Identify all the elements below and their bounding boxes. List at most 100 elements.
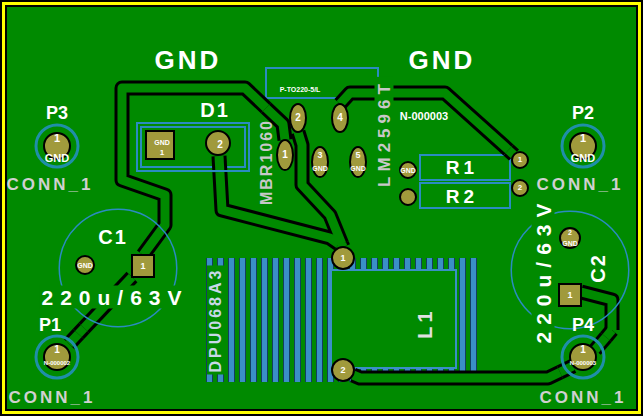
capacitor-footprint: C22GND1220u/63V (510, 210, 630, 330)
trace-clearance (606, 330, 612, 337)
silkscreen-text: N-000002 (44, 360, 70, 366)
silkscreen-text: 220u/63V (532, 194, 555, 345)
silkscreen-text: GND (350, 165, 366, 172)
silkscreen-text: CONN_1 (540, 389, 627, 406)
copper-trace (378, 93, 508, 150)
silkscreen-text: 1 (140, 262, 145, 271)
trace-clearance (483, 372, 560, 378)
silkscreen-text: 2 (340, 366, 345, 375)
silkscreen-text: 220u/63V (39, 286, 190, 309)
pad (559, 284, 581, 306)
silkscreen-label: GND (155, 47, 222, 73)
pad (350, 147, 366, 177)
copper-trace (483, 372, 560, 378)
silkscreen-text: 2 (295, 113, 301, 123)
silkscreen-text: N-000003 (570, 360, 596, 366)
pad (400, 189, 416, 205)
pad (290, 104, 306, 132)
silkscreen-text: LM2596T (375, 77, 394, 189)
copper-trace (122, 88, 266, 208)
board-outline (4, 4, 640, 413)
silkscreen-text: 1 (54, 133, 60, 144)
inductor-outline (331, 270, 456, 368)
silkscreen-text: 1 (567, 291, 572, 300)
resistor-footprint: R2 (398, 183, 530, 214)
silkscreen-text: GND (45, 153, 69, 164)
silkscreen-text: CONN_1 (9, 389, 96, 406)
silkscreen-text: P3 (46, 104, 68, 122)
footprint-outline (560, 334, 606, 380)
silkscreen-text: 4 (337, 113, 343, 123)
diode-footprint: D1GND12 (136, 122, 250, 172)
connector-pad: P31GNDCONN_1 (34, 123, 80, 169)
inductor-footprint: DPU068A3L112 (203, 244, 483, 386)
silkscreen-text: P1 (39, 316, 61, 334)
silkscreen-text: CONN_1 (7, 176, 94, 193)
trace-clearance (378, 93, 508, 150)
trace-stub (353, 375, 483, 378)
pad (206, 131, 230, 155)
trace-stub (215, 156, 225, 172)
silkscreen-text: 1 (282, 150, 288, 160)
pad (512, 152, 528, 168)
footprint-ring (562, 336, 604, 378)
resistor-silkscreen (420, 155, 510, 180)
pad (277, 140, 293, 170)
inductor-footprint (206, 258, 478, 382)
pad (512, 180, 528, 196)
silkscreen-text: P2 (572, 104, 594, 122)
silkscreen-label: 2 (518, 184, 522, 192)
silkscreen-text: GND (571, 153, 595, 164)
silkscreen-text: GND (562, 240, 578, 247)
silkscreen-text: R1 (446, 158, 478, 177)
silkscreen-text: GND (312, 165, 328, 172)
pad (570, 344, 596, 370)
inductor-stripes (456, 258, 478, 382)
silkscreen-text: 1 (340, 254, 345, 263)
footprint-ring (59, 209, 177, 327)
footprint-ring (562, 125, 604, 167)
silkscreen-text: R2 (446, 187, 478, 206)
regulator-footprint: P-TO220-5/LLM2596T2413GND5GND (266, 68, 378, 182)
silkscreen-text: CONN_1 (537, 176, 624, 193)
resistor-footprint: R1 (398, 150, 530, 181)
footprint-ring (511, 211, 629, 329)
silkscreen-label: GND (409, 47, 476, 73)
ground-pour (7, 7, 636, 409)
connector-pad: P11N-000002CONN_1 (34, 334, 80, 380)
diode-silkscreen (141, 127, 245, 167)
pad (332, 247, 354, 269)
pad (332, 359, 354, 381)
footprint-outline (34, 334, 80, 380)
resistor-silkscreen (420, 183, 510, 208)
silkscreen-text: 2 (217, 140, 223, 150)
silkscreen-text: P4 (572, 316, 594, 334)
silkscreen-text: 1 (580, 133, 586, 144)
silkscreen-text: C2 (588, 253, 608, 283)
silkscreen-text: 2 (568, 229, 572, 236)
silkscreen-label: MBR1060 (259, 119, 275, 205)
silkscreen-text: C1 (98, 227, 128, 247)
footprint-outline (58, 208, 178, 328)
connector-pad: P21GNDCONN_1 (560, 123, 606, 169)
silkscreen-text: D1 (200, 100, 230, 120)
trace-clearance (143, 208, 165, 255)
silkscreen-text: DPU068A3 (207, 266, 225, 375)
pad (560, 228, 580, 248)
trace-clearance (212, 156, 228, 172)
silkscreen-text: 1 (580, 345, 586, 355)
trace-clearance (122, 88, 266, 208)
trace-clearance (353, 375, 483, 378)
capacitor-footprint: C1GND1220u/63V (58, 208, 178, 328)
pad (332, 104, 348, 132)
silkscreen-text: P-TO220-5/L (280, 86, 321, 93)
inductor-stripes (206, 258, 331, 382)
trace-clearance (78, 328, 84, 334)
pad (146, 131, 174, 159)
trace-stub (340, 93, 378, 104)
silkscreen-label: N-000003 (400, 111, 448, 122)
